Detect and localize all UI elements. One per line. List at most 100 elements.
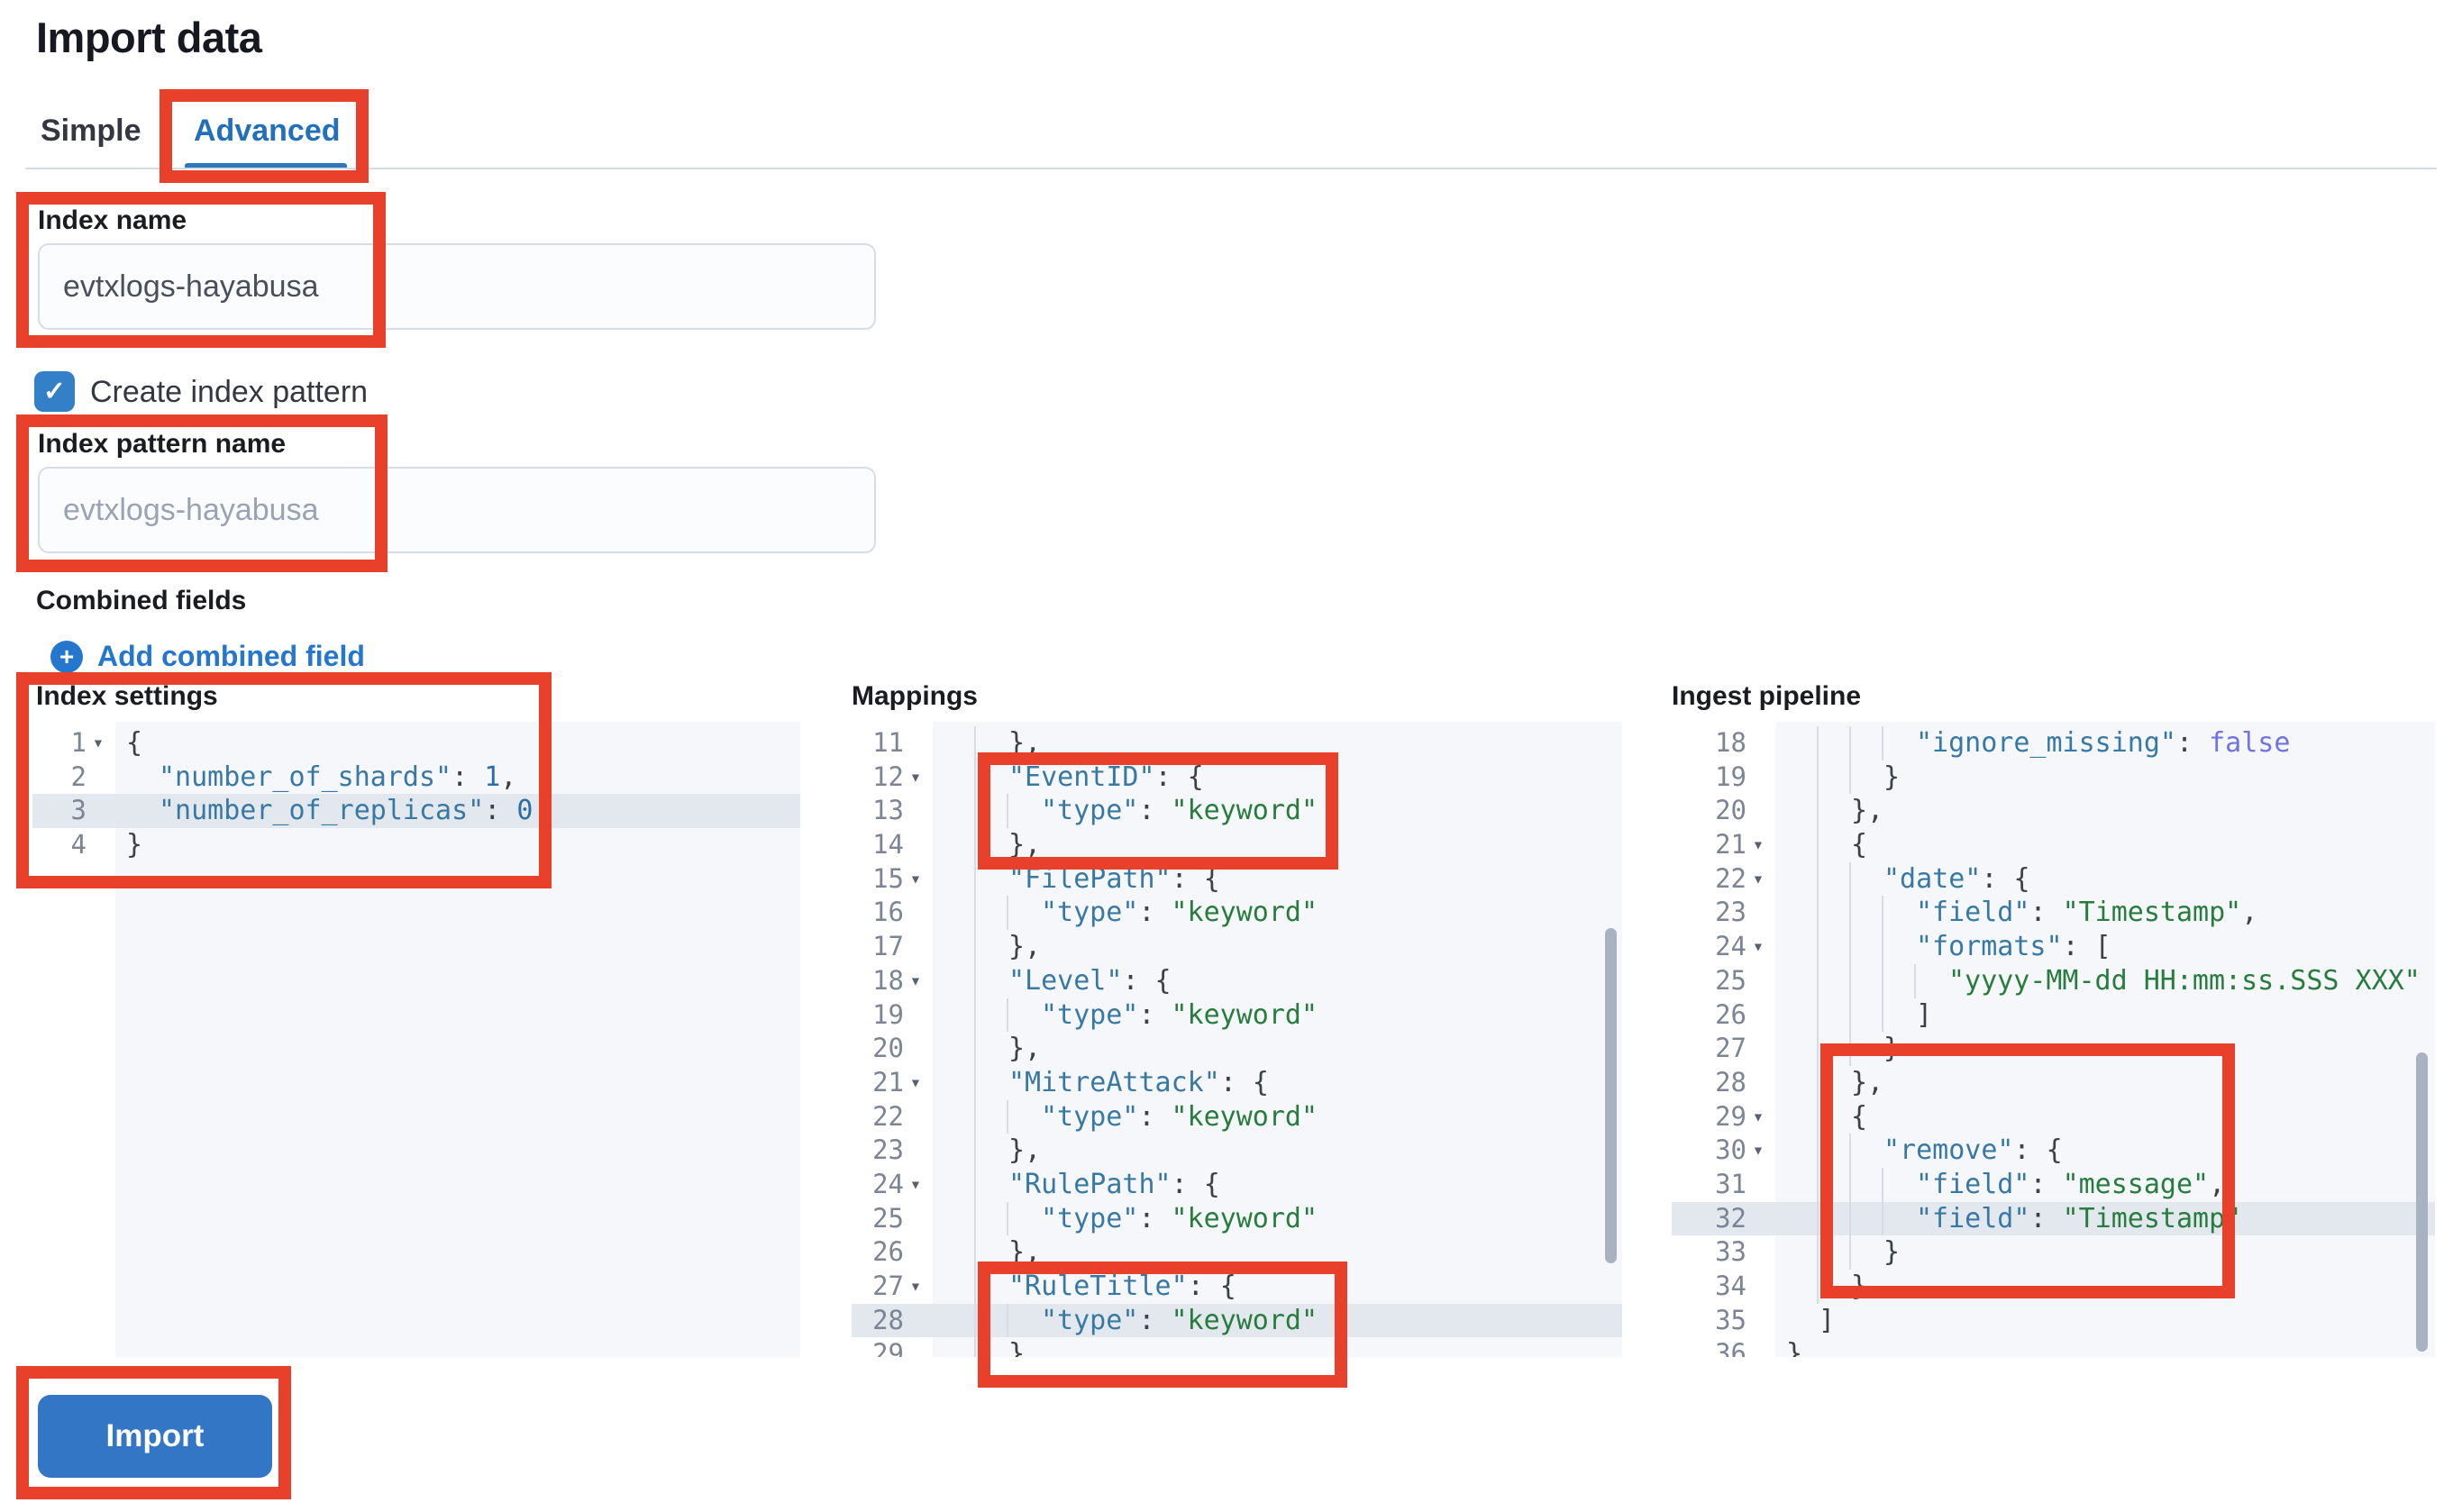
- create-index-pattern-checkbox[interactable]: ✓: [34, 371, 75, 412]
- indent-guide: [1849, 1235, 1851, 1270]
- line-number: 27: [872, 1271, 904, 1301]
- fold-arrow-icon[interactable]: ▾: [1752, 1139, 1765, 1161]
- line-number: 13: [872, 795, 904, 826]
- fold-arrow-icon[interactable]: ▾: [1752, 867, 1765, 889]
- line-number: 32: [1715, 1202, 1746, 1234]
- code-line: 21▾"MitreAttack": {: [872, 1065, 1269, 1100]
- line-number: 4: [70, 829, 87, 861]
- code-line: 34}: [1715, 1270, 1868, 1304]
- indent-guide: [974, 861, 976, 897]
- indent-guide: [1849, 930, 1851, 964]
- line-number: 24: [872, 1168, 904, 1199]
- import-button[interactable]: Import: [38, 1395, 272, 1478]
- line-number: 3: [70, 795, 87, 826]
- indent-guide: [1817, 963, 1819, 998]
- code-line: 26]: [1715, 997, 1933, 1033]
- editor-content-background: [933, 722, 1622, 1357]
- code-line: 24▾"formats": [: [1715, 930, 2111, 964]
- line-number: 23: [1715, 897, 1746, 928]
- code-line: 36}: [1672, 1337, 2435, 1357]
- line-number: 35: [1715, 1304, 1746, 1335]
- indent-guide: [1849, 1134, 1851, 1168]
- combined-fields-label: Combined fields: [36, 586, 247, 615]
- fold-arrow-icon[interactable]: ▾: [909, 1172, 922, 1195]
- code-line: 25"yyyy-MM-dd HH:mm:ss.SSS XXX": [1715, 963, 2421, 998]
- vertical-scrollbar-thumb[interactable]: [2416, 1052, 2428, 1352]
- indent-guide: [1849, 1201, 1851, 1236]
- fold-arrow-icon[interactable]: ▾: [909, 1275, 922, 1297]
- line-number: 20: [1715, 795, 1746, 826]
- code-line: 30▾"remove": {: [1715, 1134, 2063, 1168]
- code-line: 25"type": "keyword": [872, 1201, 1318, 1236]
- indent-guide: [1817, 1065, 1819, 1100]
- fold-arrow-icon[interactable]: ▾: [1752, 1105, 1765, 1127]
- fold-arrow-icon[interactable]: ▾: [92, 732, 105, 753]
- create-index-pattern-label: Create index pattern: [90, 375, 369, 409]
- indent-guide: [974, 1167, 976, 1202]
- fold-arrow-icon[interactable]: ▾: [909, 969, 922, 991]
- code-line: 22"type": "keyword": [872, 1099, 1318, 1134]
- fold-arrow-icon[interactable]: ▾: [909, 867, 922, 889]
- indent-guide: [974, 1134, 976, 1168]
- indent-guide: [1882, 896, 1883, 931]
- plus-in-circle-icon: +: [50, 640, 83, 673]
- tab-simple[interactable]: Simple: [41, 114, 141, 148]
- line-number: 11: [872, 727, 904, 758]
- indent-guide: [974, 794, 976, 829]
- indent-guide: [1007, 794, 1008, 829]
- indent-guide: [974, 1235, 976, 1270]
- fold-arrow-icon[interactable]: ▾: [909, 1070, 922, 1093]
- line-number: 28: [872, 1304, 904, 1335]
- indent-guide: [1817, 930, 1819, 964]
- fold-arrow-icon[interactable]: ▾: [1752, 935, 1765, 958]
- indent-guide: [974, 896, 976, 931]
- indent-guide: [1849, 726, 1851, 761]
- indent-guide: [974, 997, 976, 1033]
- indent-guide: [1882, 726, 1883, 761]
- code-line: 24▾"RulePath": {: [872, 1167, 1220, 1202]
- fold-arrow-icon[interactable]: ▾: [1752, 833, 1765, 856]
- indent-guide: [974, 930, 976, 964]
- code-line: 11},: [872, 726, 1042, 761]
- indent-guide: [974, 1337, 976, 1357]
- code-line: 27}: [1715, 1032, 1901, 1066]
- checkmark-icon: ✓: [42, 376, 67, 406]
- code-line: 23"field": "Timestamp",: [1715, 896, 2258, 931]
- fold-arrow-icon[interactable]: ▾: [909, 765, 922, 788]
- indent-guide: [1849, 1167, 1851, 1202]
- code-line: 27▾"RuleTitle": {: [872, 1270, 1236, 1304]
- code-line: 22▾"date": {: [1715, 861, 2030, 897]
- line-number: 21: [1715, 829, 1746, 861]
- index-settings-editor[interactable]: 1▾{2"number_of_shards": 1,3"number_of_re…: [32, 722, 800, 1357]
- line-number: 23: [872, 1134, 904, 1166]
- indent-guide: [1849, 861, 1851, 897]
- indent-guide: [1849, 896, 1851, 931]
- tab-advanced[interactable]: Advanced: [194, 114, 341, 148]
- code-line: 12▾"EventID": {: [872, 760, 1204, 795]
- mappings-editor[interactable]: 11},12▾"EventID": {13"type": "keyword"14…: [852, 722, 1622, 1357]
- indent-guide: [1007, 1303, 1008, 1338]
- code-line: 3"number_of_replicas": 0: [32, 794, 800, 829]
- line-number: 36: [1715, 1338, 1746, 1357]
- code-line: 1▾{: [70, 727, 143, 759]
- line-number: 19: [872, 998, 904, 1030]
- indent-guide: [974, 1201, 976, 1236]
- indent-guide: [974, 1303, 976, 1338]
- line-number: 24: [1715, 931, 1746, 962]
- code-line: 19}: [1715, 760, 1901, 795]
- code-line: 21▾{: [1715, 828, 1868, 862]
- code-line: 15▾"FilePath": {: [872, 861, 1220, 897]
- add-combined-field-link[interactable]: + Add combined field: [50, 640, 365, 673]
- indent-guide: [1817, 726, 1819, 761]
- index-pattern-name-input[interactable]: [38, 467, 876, 553]
- code-line: 23},: [872, 1134, 1042, 1168]
- indent-guide: [1817, 1201, 1819, 1236]
- vertical-scrollbar-thumb[interactable]: [1605, 928, 1617, 1263]
- indent-guide: [1817, 1235, 1819, 1270]
- code-line: 17},: [872, 930, 1042, 964]
- code-line: 33}: [1715, 1235, 1901, 1270]
- index-name-input[interactable]: [38, 243, 876, 330]
- indent-guide: [1849, 997, 1851, 1033]
